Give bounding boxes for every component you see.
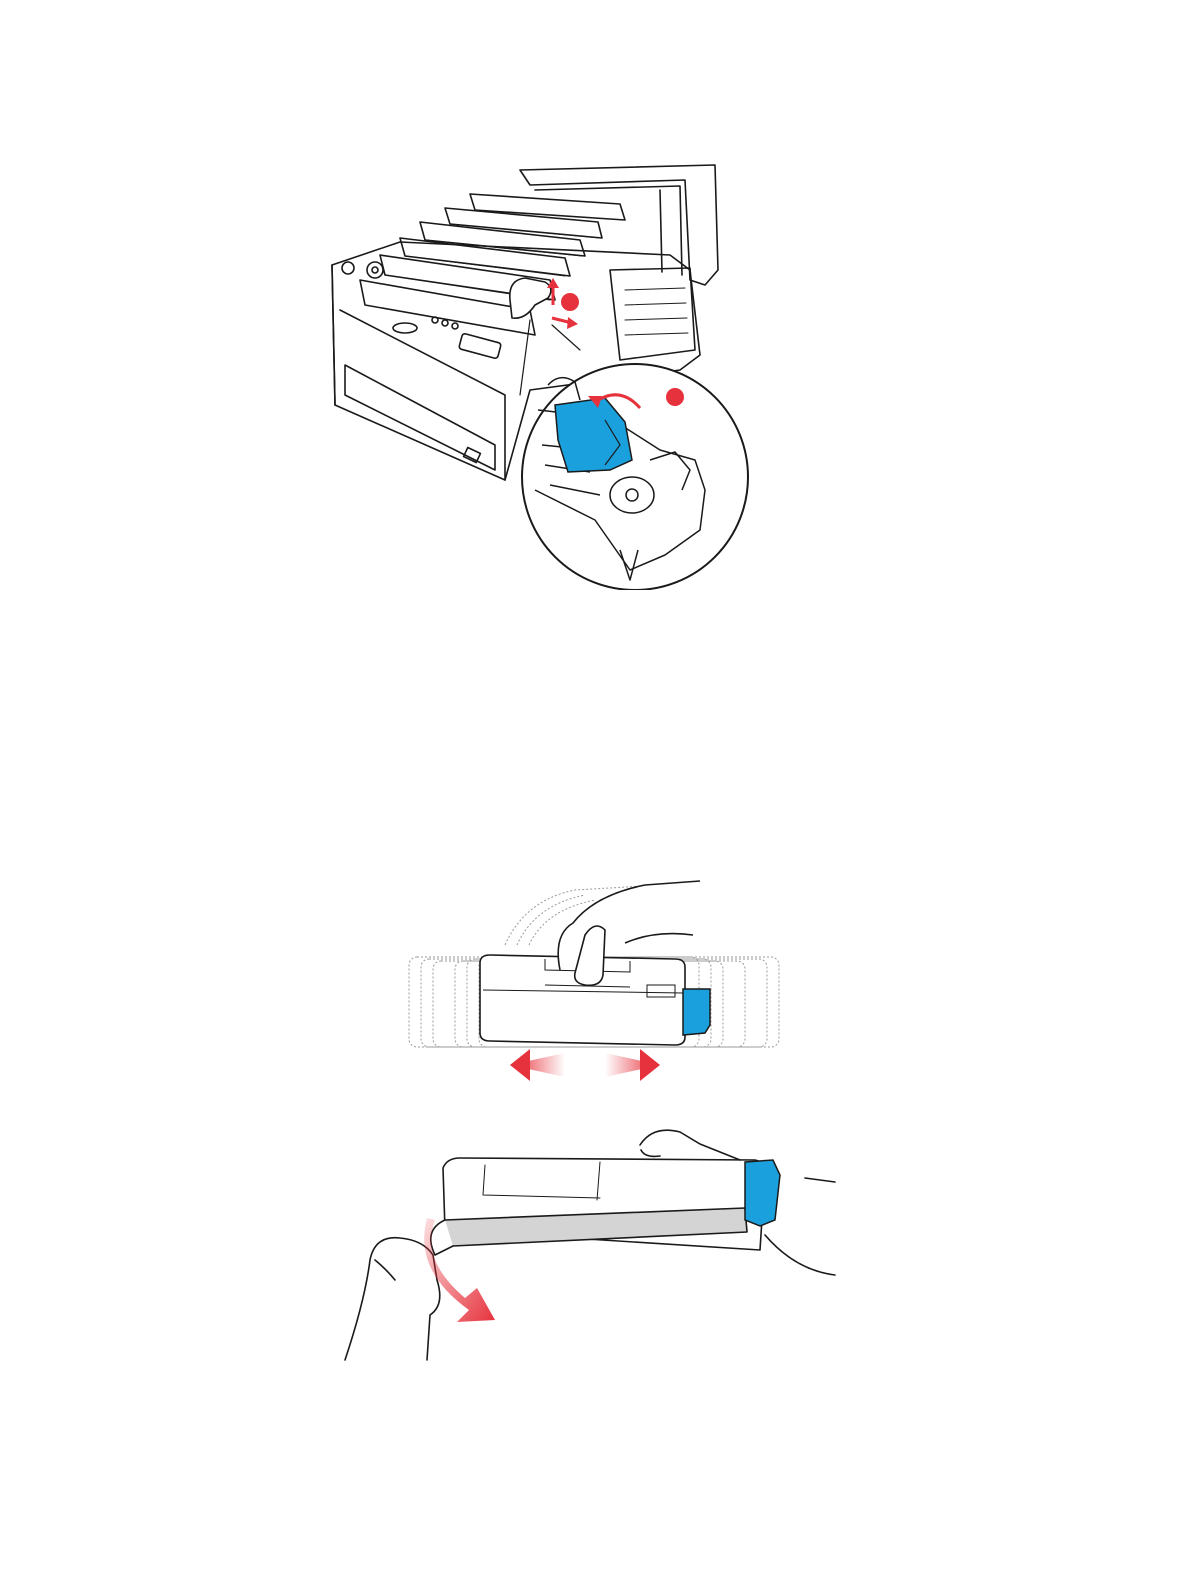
tape-svg	[335, 1120, 845, 1365]
red-step-dot-icon	[666, 388, 684, 406]
paper-tray	[345, 365, 495, 470]
gear	[367, 262, 383, 278]
blue-end-cap	[683, 989, 710, 1035]
top-cover	[520, 165, 718, 285]
shake-cartridge-illustration	[395, 875, 795, 1090]
remove-tape-illustration	[335, 1120, 845, 1365]
blue-end-cap	[745, 1160, 780, 1226]
side-vent	[610, 268, 695, 360]
belt-unit	[470, 194, 625, 220]
printer-svg	[320, 160, 760, 590]
red-step-dot-icon	[561, 293, 579, 311]
shake-svg	[395, 875, 795, 1090]
printer-open-illustration	[320, 160, 760, 590]
left-hand	[345, 1238, 440, 1360]
control-panel	[360, 280, 535, 335]
